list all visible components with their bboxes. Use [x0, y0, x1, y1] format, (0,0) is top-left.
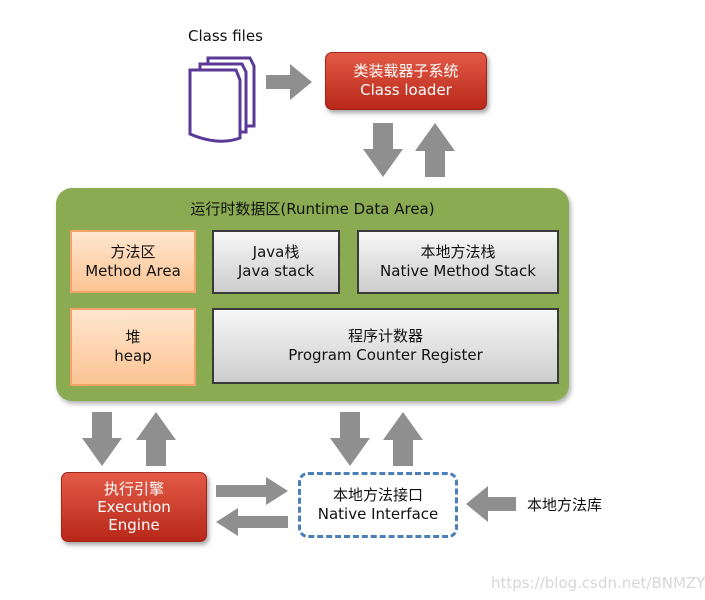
class-files-label: Class files — [188, 27, 263, 45]
heap-title-en: heap — [114, 347, 152, 365]
watermark-text: https://blog.csdn.net/BNMZY — [491, 574, 705, 592]
arrow-right-to-native-interface — [216, 477, 288, 505]
class-loader-title-cn: 类装载器子系统 — [353, 62, 459, 80]
arrow-down-to-execution-engine — [82, 412, 122, 466]
arrow-left-from-native-library — [466, 486, 516, 522]
arrow-up-to-class-loader — [415, 123, 455, 177]
arrow-right-to-class-loader — [266, 64, 312, 100]
class-loader-box: 类装载器子系统 Class loader — [325, 52, 487, 110]
native-method-stack-title-en: Native Method Stack — [380, 262, 536, 280]
heap-title-cn: 堆 — [125, 328, 141, 346]
program-counter-register-box: 程序计数器 Program Counter Register — [212, 308, 559, 384]
execution-engine-title-en-1: Execution — [97, 498, 171, 516]
execution-engine-box: 执行引擎 Execution Engine — [61, 472, 207, 542]
java-stack-title-en: Java stack — [237, 262, 315, 280]
arrow-left-to-execution-engine — [216, 508, 288, 536]
native-method-stack-box: 本地方法栈 Native Method Stack — [357, 230, 559, 294]
program-counter-title-en: Program Counter Register — [288, 346, 483, 364]
native-interface-title-en: Native Interface — [317, 505, 439, 523]
arrow-down-to-runtime — [363, 123, 403, 177]
arrow-up-to-runtime-right — [383, 412, 423, 466]
native-method-library-label: 本地方法库 — [527, 496, 603, 514]
arrow-up-to-runtime-left — [136, 412, 176, 466]
execution-engine-title-cn: 执行引擎 — [103, 480, 164, 498]
execution-engine-title-en-2: Engine — [108, 516, 160, 534]
native-interface-box: 本地方法接口 Native Interface — [298, 472, 458, 538]
java-stack-title-cn: Java栈 — [252, 243, 300, 261]
method-area-title-cn: 方法区 — [110, 242, 156, 261]
method-area-box: 方法区 Method Area — [70, 230, 196, 293]
native-interface-title-cn: 本地方法接口 — [332, 486, 423, 504]
class-loader-title-en: Class loader — [360, 81, 452, 99]
heap-box: 堆 heap — [70, 308, 196, 386]
native-method-stack-title-cn: 本地方法栈 — [420, 243, 496, 261]
java-stack-box: Java栈 Java stack — [212, 230, 340, 294]
runtime-data-area-title: 运行时数据区(Runtime Data Area) — [190, 200, 435, 218]
method-area-title-en: Method Area — [85, 261, 181, 280]
program-counter-title-cn: 程序计数器 — [347, 327, 423, 345]
arrow-down-to-native-interface — [330, 412, 370, 466]
document-stack-icon — [188, 56, 256, 143]
